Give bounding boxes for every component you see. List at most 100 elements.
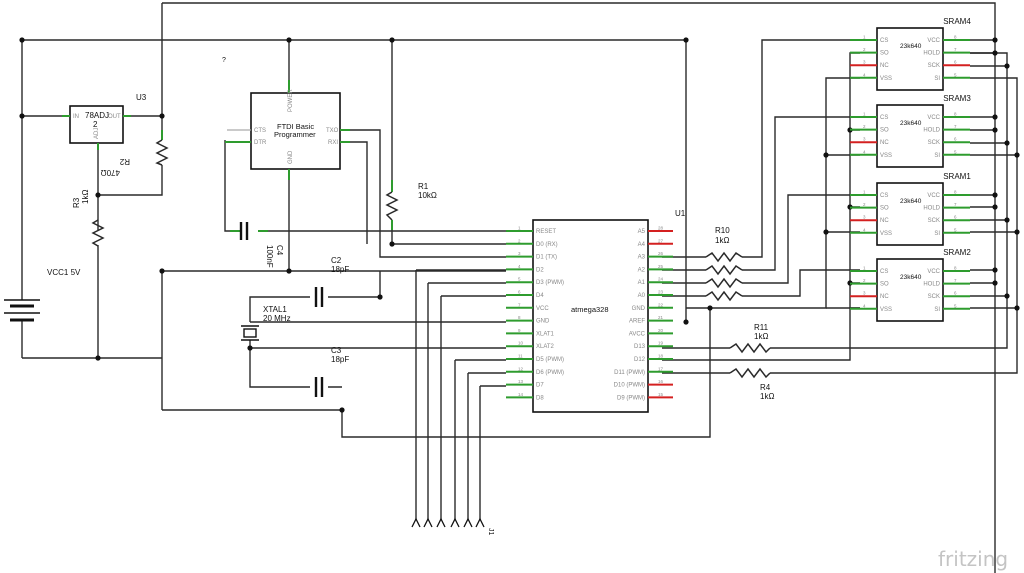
mcu-right-pin-num: 20	[658, 328, 664, 333]
junction-dots	[19, 37, 1020, 413]
sram-pin-num: 5	[954, 72, 957, 77]
r2-ref: R2	[119, 157, 130, 166]
c4-ref: C4	[275, 245, 284, 256]
resistor-r1[interactable]: R1 10kΩ	[385, 180, 437, 230]
resistor-r4[interactable]: R4 1kΩ	[729, 367, 774, 401]
ftdi-programmer[interactable]: FTDI Basic Programmer POWER GND CTS DTR …	[225, 80, 350, 180]
mcu-left-pin-num: 14	[518, 392, 524, 397]
xtal-value: 20 MHz	[263, 314, 291, 323]
sram-pin-label: SO	[880, 282, 889, 288]
mcu-right-pin-label: D9 (PWM)	[617, 395, 645, 401]
r3-ref: R3	[72, 197, 81, 208]
c2-ref: C2	[331, 256, 342, 265]
sram-pin-num: 8	[954, 35, 957, 40]
mcu-left-pin-label: D8	[536, 395, 544, 401]
j1-pin-6[interactable]	[475, 517, 485, 528]
xtal-ref: XTAL1	[263, 305, 287, 314]
mcu-right-pin-label: D12	[634, 357, 646, 363]
sram-pin-num: 7	[954, 124, 957, 129]
sram-pin-label: CS	[880, 115, 888, 121]
question-mark: ?	[222, 57, 226, 64]
mcu-left-pin-num: 7	[518, 302, 521, 307]
sram-pin-label: SI	[934, 153, 940, 159]
capacitor-c2[interactable]: C2 18pF	[314, 256, 349, 307]
crystal-xtal1[interactable]: XTAL1 20 MHz	[241, 305, 291, 341]
sram-pin-label: SO	[880, 206, 889, 212]
j1-pin-4[interactable]	[450, 517, 460, 528]
regulator-u3[interactable]: 78ADJ 2 IN OUT ADJ U3	[62, 93, 147, 150]
mcu-right-pin-num: 21	[658, 315, 664, 320]
mcu-right-pin-num: 17	[658, 366, 664, 371]
sram-pin-label: VSS	[880, 307, 892, 313]
r11-ref: R11	[754, 323, 769, 332]
mcu-left-pin-num: 3	[518, 251, 521, 256]
j1-ref: J1	[487, 528, 494, 536]
sram-pin-num: 7	[954, 278, 957, 283]
sram-pin-num: 1	[863, 190, 866, 195]
sram-label: SRAM2	[943, 248, 971, 257]
sram-pin-label: VCC	[927, 193, 940, 199]
mcu-left-pin-label: VCC	[536, 306, 549, 312]
mcu-left-pin-label: D7	[536, 383, 544, 389]
sram-pin-num: 8	[954, 190, 957, 195]
ftdi-title1: FTDI Basic	[277, 122, 314, 131]
r1-ref: R1	[418, 182, 429, 191]
mcu-right-pin-num: 26	[658, 251, 664, 256]
j1-pin-3[interactable]	[436, 517, 446, 528]
mcu-left-pin-num: 11	[518, 354, 523, 359]
sram-pin-num: 4	[863, 72, 866, 77]
mcu-left-pin-num: 8	[518, 315, 521, 320]
capacitor-c3[interactable]: C3 18pF	[314, 346, 349, 397]
sram-pin-label: VCC	[927, 269, 940, 275]
mcu-left-pin-num: 1	[518, 226, 521, 231]
c3-value: 18pF	[331, 355, 349, 364]
sram-pin-num: 2	[863, 202, 866, 207]
sram-pin-label: VSS	[880, 76, 892, 82]
j1-pin-2[interactable]	[423, 517, 433, 528]
c4-value: 100nF	[265, 245, 274, 268]
ftdi-pin-power: POWER	[288, 89, 294, 112]
sram-pin-label: VCC	[927, 38, 940, 44]
regulator-pin-in: IN	[73, 114, 79, 120]
ftdi-pin-txo: TXO	[326, 128, 339, 134]
sram-chips: SRAM423k6401CS2SO3NC4VSS8VCC7HOLD6SCK5SI…	[850, 17, 971, 322]
mcu-left-pin-label: D5 (PWM)	[536, 357, 564, 363]
c3-ref: C3	[331, 346, 342, 355]
sram-pin-label: VSS	[880, 153, 892, 159]
j1-pin-5[interactable]	[463, 517, 473, 528]
r3-value: 1kΩ	[81, 190, 90, 204]
mcu-left-pin-label: XLAT2	[536, 344, 555, 350]
capacitor-c4[interactable]: C4 100nF	[230, 222, 284, 268]
resistor-array-r10[interactable]: R10 1kΩ	[705, 226, 743, 302]
connector-j1[interactable]: J1	[411, 517, 494, 536]
resistor-r3[interactable]: R3 1kΩ	[72, 190, 105, 247]
mcu-left-pin-num: 5	[518, 277, 521, 282]
sram-pin-num: 5	[954, 303, 957, 308]
sram-pin-label: SCK	[928, 140, 940, 146]
mcu-right-pin-label: AREF	[629, 319, 645, 325]
sram-pin-num: 8	[954, 266, 957, 271]
sram-pin-num: 2	[863, 278, 866, 283]
mcu-left-pin-num: 9	[518, 328, 521, 333]
sram-pin-num: 4	[863, 149, 866, 154]
mcu-left-pin-label: D1 (TX)	[536, 255, 557, 261]
ftdi-title2: Programmer	[274, 130, 316, 139]
mcu-left-pin-label: XLAT1	[536, 331, 555, 337]
resistor-r2[interactable]: R2 470Ω	[101, 130, 169, 177]
sram-pin-num: 1	[863, 35, 866, 40]
r4-ref: R4	[760, 383, 771, 392]
sram-pin-label: NC	[880, 294, 889, 300]
mcu-right-pin-label: D10 (PWM)	[614, 383, 645, 389]
resistor-r11[interactable]: R11 1kΩ	[729, 323, 771, 354]
battery-vcc1[interactable]: VCC1 5V	[4, 268, 81, 322]
sram-pin-label: VSS	[880, 231, 892, 237]
j1-pin-1[interactable]	[411, 517, 421, 528]
sram-pin-label: SI	[934, 231, 940, 237]
mcu-left-pin-label: D3 (PWM)	[536, 280, 564, 286]
